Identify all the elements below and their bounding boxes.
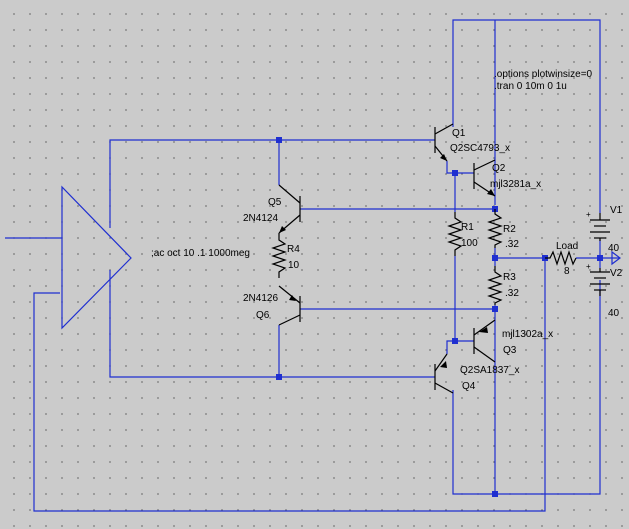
- transistor-q3[interactable]: [473, 319, 496, 363]
- transistor-q5[interactable]: [278, 184, 301, 234]
- r4-name: R4: [287, 244, 300, 255]
- transistor-q2[interactable]: [473, 159, 496, 197]
- q1-name: Q1: [452, 128, 466, 139]
- q2-model: mjl3281a_x: [490, 179, 541, 190]
- q5-model: 2N4124: [243, 213, 278, 224]
- resistor-r4[interactable]: [271, 233, 287, 278]
- r4-value: 10: [288, 260, 300, 271]
- source-v1[interactable]: +: [586, 210, 610, 241]
- load-value: 8: [564, 266, 570, 277]
- transistor-q6[interactable]: [278, 285, 301, 326]
- svg-text:+: +: [586, 210, 591, 219]
- resistor-r3[interactable]: [487, 266, 503, 305]
- directive-ac[interactable]: ;ac oct 10 .1 1000meg: [151, 248, 250, 259]
- transistor-q4[interactable]: [434, 353, 454, 394]
- q3-name: Q3: [503, 345, 517, 356]
- q6-name: Q6: [256, 310, 270, 321]
- q4-name: Q4: [462, 381, 476, 392]
- v2-value: 40: [608, 308, 620, 319]
- load-name: Load: [556, 241, 578, 252]
- wires: [5, 19, 620, 512]
- q5-name: Q5: [268, 197, 282, 208]
- q6-model: 2N4126: [243, 293, 278, 304]
- resistor-r2[interactable]: [487, 209, 503, 248]
- q2-name: Q2: [492, 163, 506, 174]
- ground-icon: [611, 250, 621, 266]
- q3-model: mjl1302a_x: [502, 329, 553, 340]
- r2-name: R2: [503, 224, 516, 235]
- q4-model: Q2SA1837_x: [460, 365, 520, 376]
- resistor-load[interactable]: [545, 250, 577, 266]
- q1-model: Q2SC4793_x: [450, 143, 510, 154]
- r3-name: R3: [503, 272, 516, 283]
- r1-value: 100: [461, 238, 478, 249]
- transistor-q1[interactable]: [434, 123, 454, 162]
- source-v2[interactable]: +: [586, 262, 610, 296]
- r1-name: R1: [461, 222, 474, 233]
- v1-value: 40: [608, 243, 620, 254]
- r3-value: .32: [505, 288, 519, 299]
- r2-value: .32: [505, 239, 519, 250]
- v1-name: V1: [610, 205, 623, 216]
- directive-tran[interactable]: .tran 0 10m 0 1u: [494, 81, 567, 92]
- opamp-symbol[interactable]: [61, 185, 132, 330]
- v2-name: V2: [610, 268, 623, 279]
- resistor-r1[interactable]: [447, 212, 463, 256]
- junctions: [276, 137, 603, 497]
- svg-text:+: +: [586, 262, 591, 271]
- directive-options[interactable]: .options plotwinsize=0: [494, 69, 593, 80]
